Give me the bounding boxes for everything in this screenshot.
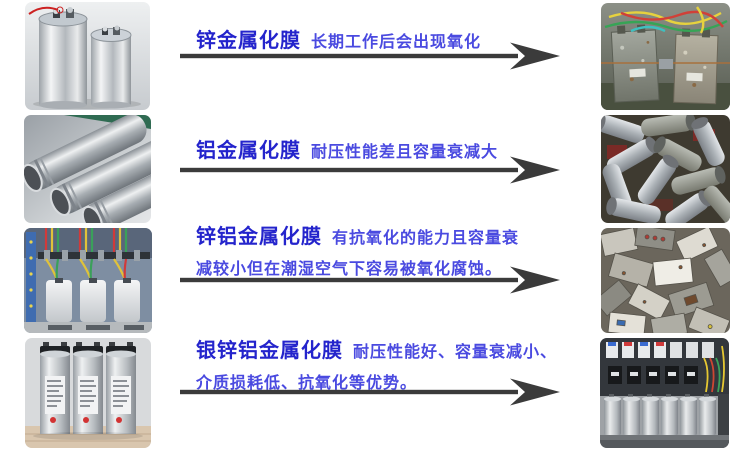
- caption-aluminum-film: 铝金属化膜耐压性能差且容量衰减大: [196, 134, 498, 169]
- right-arrow: [180, 266, 560, 294]
- photo-silver-zinc-aluminum-capacitors: [25, 338, 151, 448]
- photo-oxidized-capacitors-in-service: [601, 3, 730, 110]
- caption-silver-zinc-aluminum-film: 银锌铝金属化膜耐压性能好、容量衰减小、介质损耗低、抗氧化等优势。: [196, 334, 557, 393]
- photo-scrap-cylindrical-capacitors-pile: [601, 115, 730, 223]
- photo-aluminum-film-capacitor-tubes: [24, 115, 151, 223]
- film-type-description: 有抗氧化的能力且容量衰: [332, 230, 520, 247]
- right-arrow: [180, 156, 560, 184]
- photo-zinc-aluminum-capacitors-in-cabinet: [24, 228, 152, 333]
- film-type-description-line2: 减较小但在潮湿空气下容易被氧化腐蚀。: [196, 261, 503, 278]
- film-type-description: 耐压性能差且容量衰减大: [311, 144, 499, 161]
- photo-scrap-box-capacitors-pile: [601, 228, 730, 333]
- film-type-title: 银锌铝金属化膜: [196, 340, 343, 362]
- film-type-description: 耐压性能好、容量衰减小、: [353, 344, 558, 361]
- caption-zinc-film: 锌金属化膜长期工作后会出现氧化: [196, 24, 481, 59]
- film-type-description: 长期工作后会出现氧化: [311, 34, 482, 51]
- right-arrow: [180, 378, 560, 406]
- photo-capacitor-bank-in-panel: [600, 338, 729, 448]
- film-type-title: 铝金属化膜: [196, 140, 301, 162]
- film-type-description-line2: 介质损耗低、抗氧化等优势。: [196, 375, 418, 392]
- right-arrow: [180, 42, 560, 70]
- film-type-title: 锌铝金属化膜: [196, 226, 322, 248]
- photo-zinc-film-new-capacitors: [25, 2, 150, 110]
- film-type-title: 锌金属化膜: [196, 30, 301, 52]
- caption-zinc-aluminum-film: 锌铝金属化膜有抗氧化的能力且容量衰减较小但在潮湿空气下容易被氧化腐蚀。: [196, 220, 519, 279]
